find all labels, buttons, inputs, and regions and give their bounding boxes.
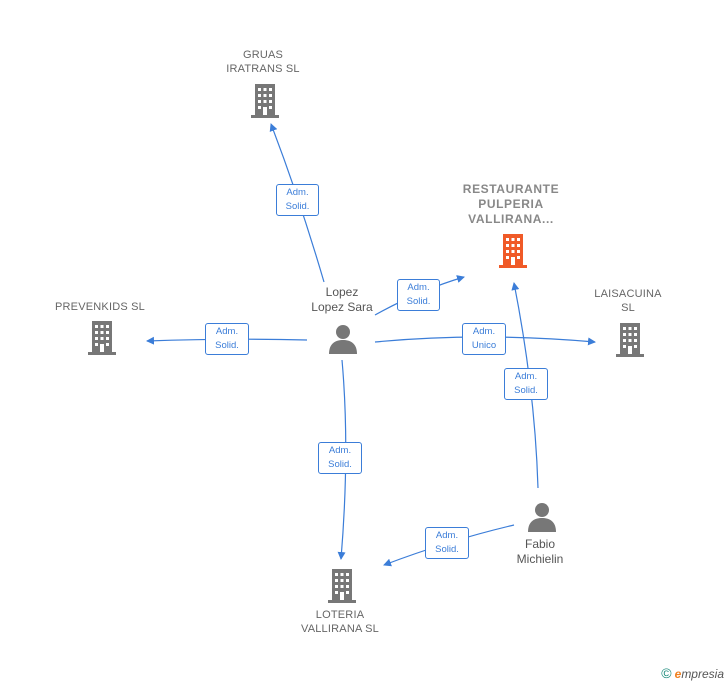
building-icon[interactable] bbox=[614, 323, 646, 357]
edge-label-line: Solid. bbox=[406, 296, 431, 307]
edge-label-lopez-loteria[interactable]: Adm. Solid. bbox=[318, 442, 362, 474]
edge-label-line: Unico bbox=[471, 340, 497, 351]
node-label-line: GRUAS bbox=[242, 49, 284, 61]
edge-label-line: Adm. bbox=[514, 371, 538, 382]
person-icon[interactable] bbox=[527, 502, 557, 532]
node-label-line: PREVENKIDS SL bbox=[54, 301, 146, 313]
node-label-laisacuina: LAISACUINA SL bbox=[578, 287, 678, 315]
edge-label-line: Solid. bbox=[215, 340, 239, 351]
node-label-line: LOTERIA bbox=[315, 609, 365, 621]
edge-label-line: Solid. bbox=[328, 459, 352, 470]
empresia-watermark: ©empresia bbox=[661, 665, 724, 681]
node-label-fabio: Fabio Michielin bbox=[488, 537, 592, 567]
person-icon[interactable] bbox=[328, 324, 358, 354]
brand-initial: e bbox=[674, 667, 682, 681]
node-label-line: VALLIRANA SL bbox=[300, 623, 379, 635]
edge-label-line: Adm. bbox=[286, 187, 309, 198]
brand-name: mpresia bbox=[681, 667, 724, 681]
building-icon[interactable] bbox=[86, 321, 118, 355]
node-label-line: IRATRANS SL bbox=[226, 63, 300, 75]
building-icon[interactable] bbox=[326, 569, 358, 603]
edge-label-fabio-restaurante[interactable]: Adm. Solid. bbox=[504, 368, 548, 400]
node-label-line: Fabio bbox=[524, 537, 556, 551]
node-label-loteria: LOTERIA VALLIRANA SL bbox=[280, 608, 400, 636]
node-label-line: RESTAURANTE bbox=[462, 182, 560, 196]
copyright-icon: © bbox=[661, 665, 672, 681]
edge-label-lopez-gruas[interactable]: Adm. Solid. bbox=[276, 184, 319, 216]
edge-label-line: Solid. bbox=[285, 201, 310, 212]
node-label-line: PULPERIA bbox=[478, 197, 544, 211]
node-label-line: Lopez Sara bbox=[311, 300, 373, 314]
edge-label-fabio-loteria[interactable]: Adm. Solid. bbox=[425, 527, 469, 559]
building-icon[interactable] bbox=[497, 234, 529, 268]
edge-label-lopez-laisacuina[interactable]: Adm. Unico bbox=[462, 323, 506, 355]
edge-label-line: Adm. bbox=[472, 326, 496, 337]
node-label-line: VALLIRANA... bbox=[468, 212, 554, 226]
node-label-restaurante: RESTAURANTE PULPERIA VALLIRANA... bbox=[446, 182, 576, 227]
node-label-line: Lopez bbox=[325, 285, 359, 299]
node-label-gruas: GRUAS IRATRANS SL bbox=[203, 48, 323, 76]
edge-label-line: Adm. bbox=[328, 445, 352, 456]
edge-label-line: Adm. bbox=[215, 326, 239, 337]
edge-label-lopez-prevenkids[interactable]: Adm. Solid. bbox=[205, 323, 249, 355]
node-label-prevenkids: PREVENKIDS SL bbox=[40, 300, 160, 314]
edge-label-line: Solid. bbox=[435, 544, 459, 555]
edge-label-line: Solid. bbox=[514, 385, 538, 396]
node-label-line: LAISACUINA bbox=[594, 288, 662, 300]
edge-label-line: Adm. bbox=[407, 282, 430, 293]
edge-label-lopez-restaurante[interactable]: Adm. Solid. bbox=[397, 279, 440, 311]
node-label-lopez: Lopez Lopez Sara bbox=[290, 285, 394, 315]
node-label-line: Michielin bbox=[516, 552, 564, 566]
node-label-line: SL bbox=[621, 302, 635, 314]
edge-label-line: Adm. bbox=[435, 530, 459, 541]
building-icon[interactable] bbox=[249, 84, 281, 118]
